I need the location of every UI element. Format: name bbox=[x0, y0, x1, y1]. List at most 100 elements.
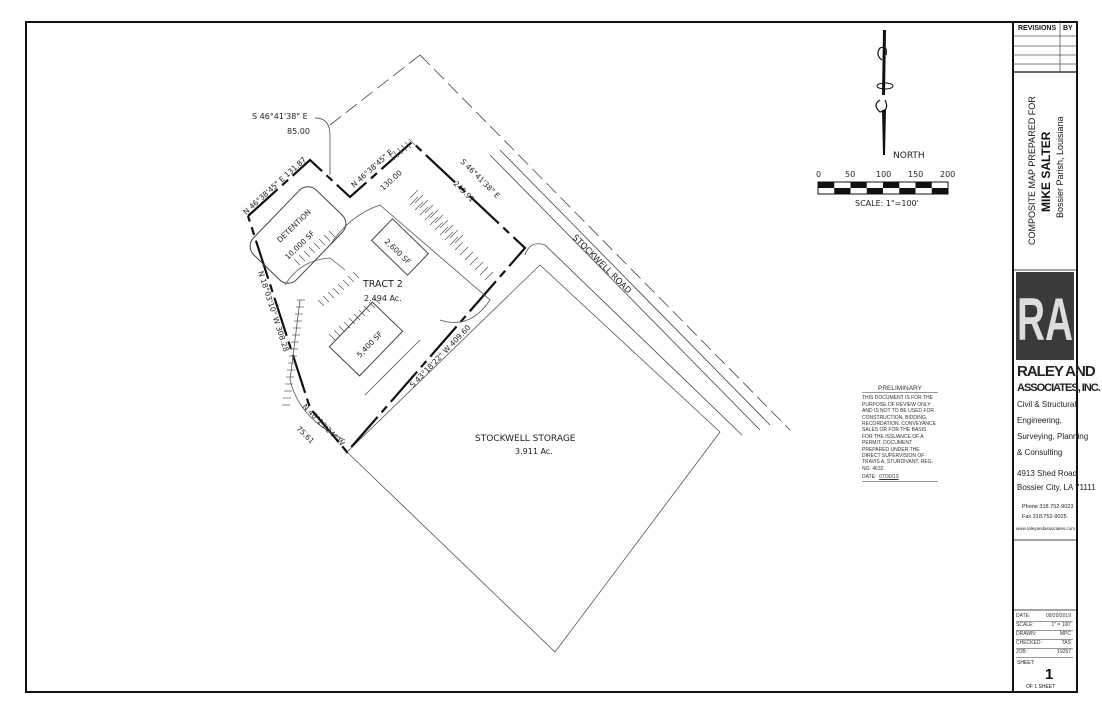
parking-stall-line bbox=[454, 234, 464, 244]
building-2600sf[interactable] bbox=[370, 218, 430, 276]
parking-stall-line bbox=[444, 231, 454, 241]
parking-stall-line bbox=[469, 256, 479, 266]
scale-bar-segment bbox=[818, 182, 835, 188]
scale-tick-100: 100 bbox=[876, 170, 891, 179]
title-line1: COMPOSITE MAP PREPARED FOR bbox=[1027, 96, 1037, 245]
preliminary-body: THIS DOCUMENT IS FOR THE PURPOSE OF REVI… bbox=[862, 395, 936, 472]
revisions-grid bbox=[1013, 22, 1077, 611]
parking-stall-line bbox=[419, 206, 429, 216]
preliminary-title: PRELIMINARY bbox=[862, 385, 938, 394]
call-c2: N 46°38'45" E 131.87 bbox=[241, 155, 308, 216]
parking-stall-line bbox=[368, 301, 376, 309]
service-2: Engineering, bbox=[1017, 416, 1062, 425]
north-label: NORTH bbox=[893, 151, 925, 161]
parking-stall-line bbox=[424, 211, 434, 221]
service-3: Surveying, Planning bbox=[1017, 432, 1089, 441]
parking-stall-line bbox=[444, 224, 454, 234]
raley-logo: RA bbox=[1016, 272, 1074, 360]
parking-stall-line bbox=[439, 226, 449, 236]
scale-bar-segment bbox=[883, 182, 900, 188]
drive-aisles bbox=[284, 204, 491, 441]
parking-stall-line bbox=[293, 258, 301, 266]
logo-text: RA bbox=[1017, 286, 1073, 353]
call-c1: S 46°41'38" E bbox=[252, 112, 308, 121]
preliminary-date: DATE: 07/30/19 bbox=[862, 474, 938, 482]
parking-stall-line bbox=[358, 309, 366, 317]
parking-stall-line bbox=[434, 221, 444, 231]
parking-stall-line bbox=[419, 199, 429, 209]
tract-2-boundary[interactable] bbox=[246, 140, 527, 454]
info-row-checked: CHECKED:TAS bbox=[1016, 639, 1073, 649]
preliminary-stamp: PRELIMINARY THIS DOCUMENT IS FOR THE PUR… bbox=[862, 385, 938, 482]
parking-stall-line bbox=[323, 234, 331, 242]
scale-bar-segment bbox=[899, 188, 916, 194]
parking-stall-line bbox=[388, 153, 396, 161]
parking-stall-line bbox=[373, 297, 381, 305]
scale-bar-segment bbox=[850, 182, 867, 188]
parking-stall-line bbox=[404, 141, 412, 149]
parking-stall-line bbox=[429, 209, 439, 219]
parking-stall-line bbox=[303, 250, 311, 258]
tract-name: TRACT 2 bbox=[362, 279, 403, 290]
parking-stall-line bbox=[414, 201, 424, 211]
scale-tick-150: 150 bbox=[908, 170, 923, 179]
parking-stall-line bbox=[424, 204, 434, 214]
parking-stall-line bbox=[459, 246, 469, 256]
parking-stall-line bbox=[396, 147, 404, 155]
call-c3-dist: 130.00 bbox=[378, 168, 404, 192]
parking-stall-line bbox=[343, 321, 351, 329]
client-name: MIKE SALTER bbox=[1039, 131, 1053, 212]
service-4: & Consulting bbox=[1017, 448, 1063, 457]
parking-stall-line bbox=[333, 329, 341, 337]
parking-stall-line bbox=[342, 279, 350, 287]
info-row-job: JOB:19257 bbox=[1016, 648, 1073, 658]
tract-area: 2.494 Ac. bbox=[364, 294, 402, 303]
parking-stall-line bbox=[409, 189, 419, 199]
info-row-drawn: DRAWN:MPC bbox=[1016, 630, 1073, 640]
north-arrow-icon: NORTH bbox=[875, 30, 925, 161]
parking-stall-line bbox=[337, 283, 345, 291]
scale-bar-segment bbox=[834, 188, 851, 194]
parking-stall-line bbox=[449, 229, 459, 239]
parking-stall-line bbox=[479, 266, 489, 276]
parking-stall-line bbox=[347, 275, 355, 283]
parking-stall-line bbox=[429, 216, 439, 226]
project-location: Bossier Parish, Louisiana bbox=[1055, 116, 1065, 218]
parking-stall-line bbox=[363, 305, 371, 313]
sheet-of-text: OF 1 SHEET bbox=[1026, 684, 1056, 690]
parking-stall-line bbox=[449, 236, 459, 246]
parking-stall-line bbox=[434, 214, 444, 224]
parking-stall-line bbox=[338, 325, 346, 333]
storage-name: STOCKWELL STORAGE bbox=[475, 434, 576, 444]
parking-stall-line bbox=[408, 138, 416, 146]
parking-stall-line bbox=[322, 295, 330, 303]
call-c6: S 43°18'22" W 409.60 bbox=[408, 323, 473, 389]
sheet-label: SHEET: bbox=[1017, 660, 1035, 666]
parking-stall-line bbox=[313, 242, 321, 250]
parking-stall-line bbox=[439, 219, 449, 229]
parking-stall-line bbox=[332, 287, 340, 295]
scale-tick-0: 0 bbox=[816, 170, 821, 179]
detention-pond[interactable] bbox=[245, 182, 351, 288]
building-5400sf[interactable] bbox=[328, 301, 404, 377]
parking-stall-line bbox=[318, 238, 326, 246]
firm-website[interactable]: www.raleyandassociates.com bbox=[1016, 526, 1076, 531]
firm-name-1: RALEY AND bbox=[1017, 363, 1096, 380]
parking-stall-line bbox=[328, 333, 336, 341]
parking-stall-line bbox=[298, 254, 306, 262]
revisions-header: REVISIONS bbox=[1018, 25, 1057, 32]
service-1: Civil & Structural bbox=[1017, 400, 1077, 409]
parking-stall-line bbox=[392, 150, 400, 158]
firm-phone: Phone 318.752-9023 bbox=[1022, 504, 1074, 510]
sheet-border bbox=[25, 21, 1078, 693]
call-c5: N 18°03'10" W 308.28 bbox=[256, 270, 291, 353]
parking-stalls bbox=[282, 138, 494, 406]
parking-stall-line bbox=[317, 299, 325, 307]
scale-bar: 0 50 100 150 200 SCALE: 1"=100' bbox=[816, 170, 955, 208]
scale-tick-200: 200 bbox=[940, 170, 955, 179]
parking-stall-line bbox=[352, 271, 360, 279]
address-2: Bossier City, LA 71111 bbox=[1017, 483, 1096, 492]
parking-stall-line bbox=[414, 194, 424, 204]
building1-area: 2,600 SF bbox=[383, 237, 413, 266]
